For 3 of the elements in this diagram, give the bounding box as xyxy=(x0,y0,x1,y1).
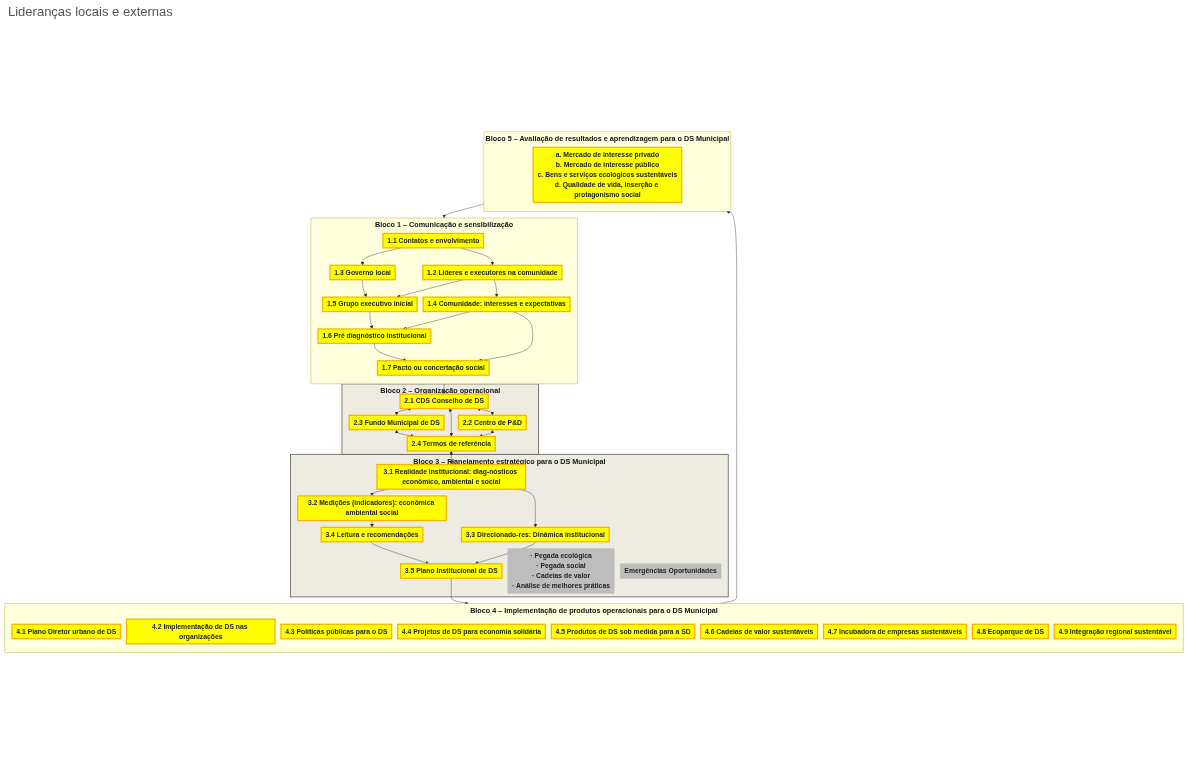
arrow xyxy=(448,450,453,465)
note-text: Lideranças locais e externas xyxy=(8,4,173,19)
arrow xyxy=(476,407,494,416)
